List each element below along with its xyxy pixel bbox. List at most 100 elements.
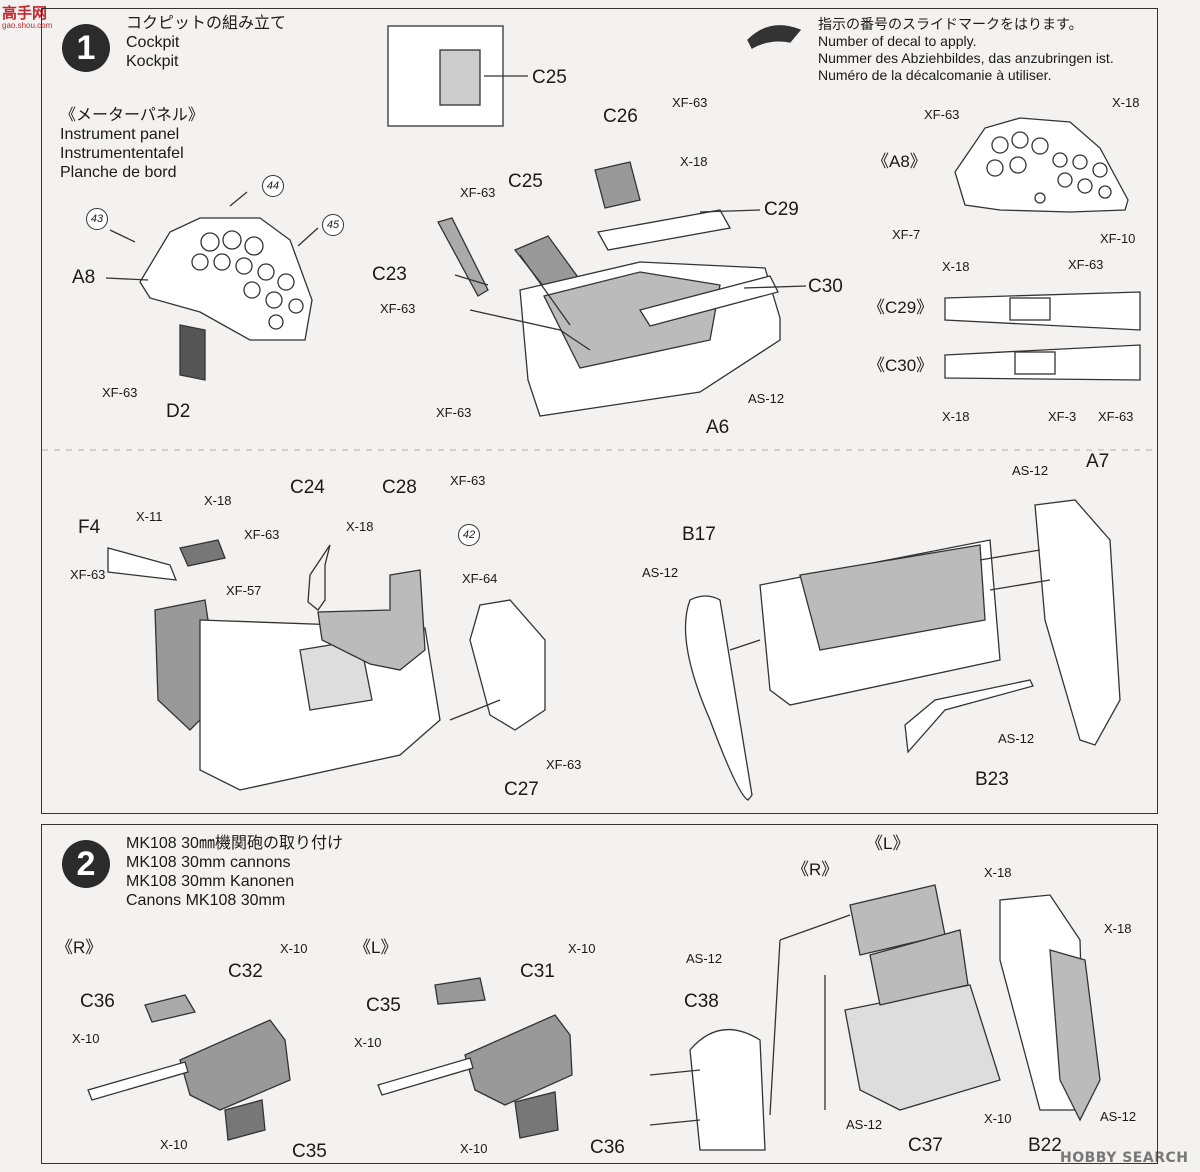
part-b23: B23 <box>975 769 1009 790</box>
part-c31: C31 <box>520 961 555 982</box>
part-a6: A6 <box>706 417 730 438</box>
watermark-top-left: 高手网 <box>2 4 48 22</box>
paint-a8d-x18: X-18 <box>1112 95 1140 110</box>
paint-d2: XF-63 <box>102 385 138 400</box>
part-r-left: 《R》 <box>56 938 103 957</box>
decal-note-en: Number of decal to apply. <box>818 33 977 49</box>
paint-c38-as12: AS-12 <box>686 951 723 966</box>
paint-c24-x18: X-18 <box>346 519 374 534</box>
paint-c35b-x10: X-10 <box>354 1035 382 1050</box>
step2-title-jp: MK108 30㎜機関砲の取り付け <box>126 835 343 852</box>
part-c28: C28 <box>382 477 417 498</box>
step1-title-jp: コクピットの組み立て <box>126 15 287 32</box>
part-l-mid: 《L》 <box>354 938 398 957</box>
paint-f4-x11: X-11 <box>136 509 163 524</box>
paint-c35-x10: X-10 <box>160 1137 188 1152</box>
step2-title: MK108 30㎜機関砲の取り付け MK108 30mm cannons MK1… <box>126 834 343 910</box>
decal-42: 42 <box>458 524 480 546</box>
step1-title: コクピットの組み立て Cockpit Kockpit <box>126 14 286 71</box>
watermark-top-left-url: gao.shou.com <box>2 21 53 30</box>
paint-c31-x10: X-10 <box>568 941 596 956</box>
decal-43: 43 <box>86 208 108 230</box>
paint-c29d-xf63: XF-63 <box>1068 257 1104 272</box>
step1-title-en: Cockpit <box>126 34 180 51</box>
paint-c28-xf64: XF-64 <box>462 571 498 586</box>
paint-b23-as12: AS-12 <box>998 731 1035 746</box>
part-c29: C29 <box>764 199 799 220</box>
paint-c37-as12: AS-12 <box>846 1117 883 1132</box>
watermark-bottom-right: HOBBY SEARCH <box>1060 1150 1189 1166</box>
part-c23: C23 <box>372 264 407 285</box>
paint-b17-as12: AS-12 <box>642 565 679 580</box>
part-r-assembly: 《R》 <box>792 860 839 879</box>
part-f4: F4 <box>78 517 101 538</box>
decal-note-jp: 指示の番号のスライドマークをはります。 <box>818 16 1083 32</box>
step1-panel <box>41 8 1158 814</box>
paint-a6-b: AS-12 <box>748 391 785 406</box>
instrument-panel-fr: Planche de bord <box>60 164 177 181</box>
paint-a6-a: XF-63 <box>436 405 472 420</box>
paint-c23: XF-63 <box>380 301 416 316</box>
part-c35b: C35 <box>366 995 401 1016</box>
instrument-panel-title: 《メーターパネル》 Instrument panel Instrumentent… <box>60 106 204 182</box>
part-a8-detail: 《A8》 <box>872 152 927 171</box>
paint-c29d-x18: X-18 <box>942 259 970 274</box>
instrument-panel-de: Instrumententafel <box>60 145 184 162</box>
part-c26: C26 <box>603 106 638 127</box>
decal-44: 44 <box>262 175 284 197</box>
paint-f4-xf63: XF-63 <box>70 567 106 582</box>
part-d2: D2 <box>166 401 191 422</box>
paint-c30d-xf63: XF-63 <box>1098 409 1134 424</box>
decal-mark-icon <box>747 25 802 49</box>
part-b17: B17 <box>682 524 716 545</box>
step2-panel <box>41 824 1158 1164</box>
part-c36b: C36 <box>590 1137 625 1158</box>
part-c30-detail: 《C30》 <box>868 356 934 375</box>
part-c36: C36 <box>80 991 115 1012</box>
decal-note-de: Nummer des Abziehbildes, das anzubringen… <box>818 50 1114 66</box>
instrument-panel-en: Instrument panel <box>60 126 180 143</box>
decal-note: 指示の番号のスライドマークをはります。 Number of decal to a… <box>818 16 1114 84</box>
decal-45: 45 <box>322 214 344 236</box>
part-a8: A8 <box>72 267 96 288</box>
paint-c24-xf57: XF-57 <box>226 583 262 598</box>
paint-c26-b: X-18 <box>680 154 708 169</box>
part-c32: C32 <box>228 961 263 982</box>
step-number: 1 <box>62 24 110 72</box>
step2-title-de: MK108 30mm Kanonen <box>126 873 295 890</box>
part-c27: C27 <box>504 779 539 800</box>
part-c25: C25 <box>508 171 543 192</box>
step1-title-de: Kockpit <box>126 53 179 70</box>
paint-c30d-xf3: XF-3 <box>1048 409 1077 424</box>
instrument-panel-jp: 《メーターパネル》 <box>60 107 204 124</box>
decal-note-fr: Numéro de la décalcomanie à utiliser. <box>818 67 1052 83</box>
paint-a7-as12: AS-12 <box>1012 463 1049 478</box>
part-c30: C30 <box>808 276 843 297</box>
paint-c26-a: XF-63 <box>672 95 708 110</box>
part-c25-top: C25 <box>532 67 567 88</box>
part-c24: C24 <box>290 477 325 498</box>
paint-c25: XF-63 <box>460 185 496 200</box>
step2-title-fr: Canons MK108 30mm <box>126 892 286 909</box>
paint-c36b-x10: X-10 <box>460 1141 488 1156</box>
part-l-assembly: 《L》 <box>866 834 910 853</box>
paint-b22-x18a: X-18 <box>984 865 1012 880</box>
paint-a8d-xf63: XF-63 <box>924 107 960 122</box>
paint-c37-x10: X-10 <box>984 1111 1012 1126</box>
paint-c36-x10: X-10 <box>72 1031 100 1046</box>
part-b22: B22 <box>1028 1135 1062 1156</box>
part-c35: C35 <box>292 1141 327 1162</box>
part-c38: C38 <box>684 991 719 1012</box>
paint-c24-xf63: XF-63 <box>244 527 280 542</box>
paint-c28-xf63: XF-63 <box>450 473 486 488</box>
paint-f4-x18: X-18 <box>204 493 232 508</box>
paint-a8d-xf7: XF-7 <box>892 227 921 242</box>
part-a7: A7 <box>1086 451 1110 472</box>
paint-b22-x18b: X-18 <box>1104 921 1132 936</box>
paint-a8d-xf10: XF-10 <box>1100 231 1136 246</box>
step-number-2: 2 <box>62 840 110 888</box>
paint-b22-as12: AS-12 <box>1100 1109 1137 1124</box>
paint-c30d-x18: X-18 <box>942 409 970 424</box>
part-c37: C37 <box>908 1135 943 1156</box>
